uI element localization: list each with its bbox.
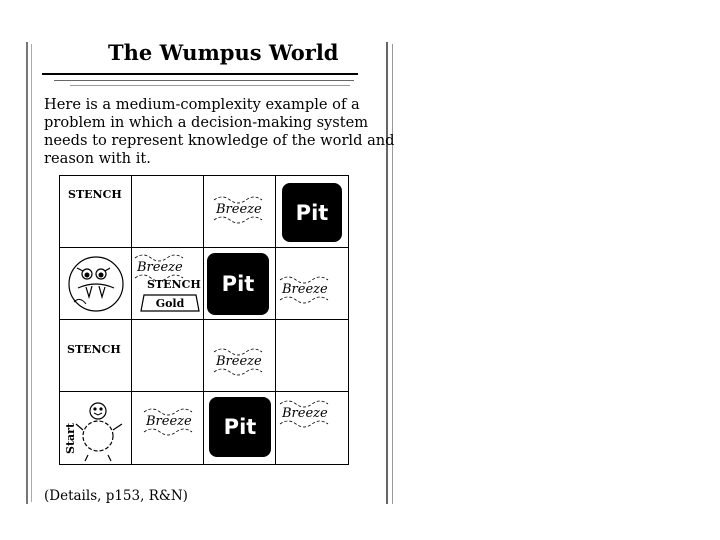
breeze-wave-icon: [143, 408, 193, 436]
intro-line: Here is a medium-complexity example of a: [44, 96, 360, 113]
intro-line: needs to represent knowledge of the worl…: [44, 132, 395, 149]
title-rule: [42, 73, 358, 75]
pit-tile: Pit: [207, 253, 269, 315]
grid-cell: STENCH: [60, 320, 132, 392]
grid-cell: Breeze: [276, 392, 348, 464]
grid-cell: Breeze: [204, 320, 276, 392]
grid-cell: [60, 248, 132, 320]
grid-cell: Breeze STENCH Gold: [132, 248, 204, 320]
page-edge-right: [386, 42, 388, 504]
stench-label: STENCH: [68, 188, 122, 201]
grid-cell: Pit: [276, 176, 348, 248]
pit-tile: Pit: [282, 183, 342, 242]
breeze-text: Breeze: [146, 414, 192, 429]
intro-paragraph: Here is a medium-complexity example of a…: [44, 96, 395, 168]
title-rule: [70, 85, 350, 86]
grid-cell: [132, 176, 204, 248]
breeze-text: Breeze: [137, 260, 183, 275]
breeze-wave-icon: [279, 400, 329, 428]
agent-figure-icon: [75, 402, 123, 462]
grid-cell: [132, 320, 204, 392]
intro-line: problem in which a decision-making syste…: [44, 114, 369, 131]
breeze-text: Breeze: [282, 282, 328, 297]
grid-cell: STENCH: [60, 176, 132, 248]
stench-label: STENCH: [147, 278, 201, 291]
breeze-wave-icon: [213, 196, 263, 224]
grid-cell: Pit: [204, 248, 276, 320]
stench-label: STENCH: [67, 343, 121, 356]
pit-tile: Pit: [209, 397, 271, 457]
grid-cell: Breeze: [204, 176, 276, 248]
breeze-text: Breeze: [282, 406, 328, 421]
grid-cell: Pit: [204, 392, 276, 464]
wumpus-grid: STENCH Breeze Pit: [59, 175, 349, 465]
breeze-wave-icon: [213, 348, 263, 376]
intro-line: reason with it.: [44, 150, 151, 167]
page-edge-left: [26, 42, 28, 504]
footer-citation: (Details, p153, R&N): [44, 488, 188, 504]
breeze-wave-icon: [134, 254, 184, 282]
page-edge-left-inner: [31, 44, 32, 502]
page-title: The Wumpus World: [108, 40, 339, 65]
grid-cell: Start: [60, 392, 132, 464]
breeze-label: Breeze: [279, 400, 329, 428]
gold-box: Gold: [140, 294, 200, 312]
breeze-label: Breeze: [213, 196, 263, 224]
breeze-text: Breeze: [216, 354, 262, 369]
grid-cell: Breeze: [132, 392, 204, 464]
breeze-wave-icon: [279, 276, 329, 304]
gold-chest-icon: [140, 294, 200, 312]
grid-cell: Breeze: [276, 248, 348, 320]
breeze-label: Breeze: [134, 254, 184, 282]
title-rule: [54, 80, 354, 81]
wumpus-face-icon: [68, 256, 124, 312]
breeze-label: Breeze: [143, 408, 193, 436]
breeze-label: Breeze: [213, 348, 263, 376]
breeze-text: Breeze: [216, 202, 262, 217]
breeze-label: Breeze: [279, 276, 329, 304]
page-edge-right-inner: [392, 44, 393, 504]
gold-label: Gold: [155, 296, 185, 310]
start-label: Start: [64, 422, 77, 454]
grid-cell: [276, 320, 348, 392]
